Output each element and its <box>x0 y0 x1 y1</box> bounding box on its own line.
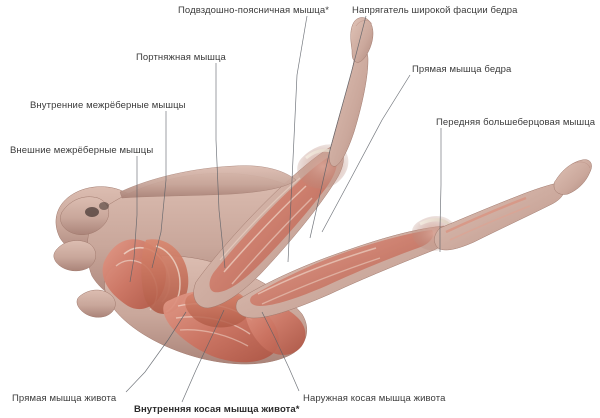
intercostal-muscles <box>102 239 189 315</box>
leader-line-tensor-fasciae-latae <box>309 15 367 239</box>
leader-line-rectus-femoris <box>321 74 411 233</box>
thigh-striation-3 <box>219 177 301 261</box>
label-tibialis-anterior: Передняя большеберцовая мышца <box>436 117 596 128</box>
left-leg-raised <box>193 17 374 309</box>
label-internal-intercostal: Внутренние межрёберные мышцы <box>30 100 186 111</box>
right-knee-tendon <box>419 218 452 228</box>
right-thigh-striation-2 <box>261 257 381 305</box>
leader-line-tibialis-anterior <box>439 128 442 252</box>
thigh-striation-2 <box>231 197 313 285</box>
hand <box>53 240 96 272</box>
tibialis-striation <box>449 205 531 241</box>
label-rectus-abdominis: Прямая мышца живота <box>12 393 117 404</box>
right-thigh-striation-1 <box>257 247 377 295</box>
leader-line-internal-oblique <box>181 309 225 403</box>
leader-line-iliopsoas <box>287 15 308 263</box>
forearm <box>119 165 297 199</box>
leader-line-external-intercostal <box>129 156 138 283</box>
label-rectus-femoris: Прямая мышца бедра <box>412 64 512 75</box>
arm-and-head-region <box>53 165 297 318</box>
left-toes <box>355 20 373 27</box>
right-shin <box>434 181 565 251</box>
label-tensor-fasciae-latae: Напрягатель широкой фасции бедра <box>352 5 518 16</box>
tibialis-anterior-belly <box>445 196 527 234</box>
thigh-striation-1 <box>223 185 307 273</box>
left-shin <box>329 43 369 167</box>
leader-line-rectus-abdominis <box>125 311 187 393</box>
label-external-oblique: Наружная косая мышца живота <box>303 393 446 404</box>
shadow-detail-1 <box>85 207 99 217</box>
internal-intercostal-shape <box>141 239 189 315</box>
label-iliopsoas: Подвздошно-поясничная мышца* <box>178 5 330 16</box>
right-toes <box>571 161 591 169</box>
leader-line-external-oblique <box>261 311 300 392</box>
upper-arm <box>60 196 109 235</box>
right-thigh-muscle-group <box>250 230 434 306</box>
left-foot <box>350 17 374 63</box>
right-leg-extended <box>235 159 592 319</box>
oblique-striation-3 <box>179 329 249 347</box>
label-external-intercostal: Внешние межрёберные мышцы <box>10 145 154 156</box>
right-foot <box>553 159 592 195</box>
leader-lines-group <box>125 15 442 403</box>
label-sartorius: Портняжная мышца <box>136 52 226 63</box>
leader-line-internal-intercostal <box>151 111 167 269</box>
lower-hip-detail <box>76 289 116 318</box>
leader-line-sartorius <box>215 63 226 269</box>
left-thigh-muscle-group <box>209 154 337 293</box>
label-internal-oblique: Внутренняя косая мышца живота* <box>134 404 300 415</box>
shadow-detail-2 <box>99 202 109 210</box>
